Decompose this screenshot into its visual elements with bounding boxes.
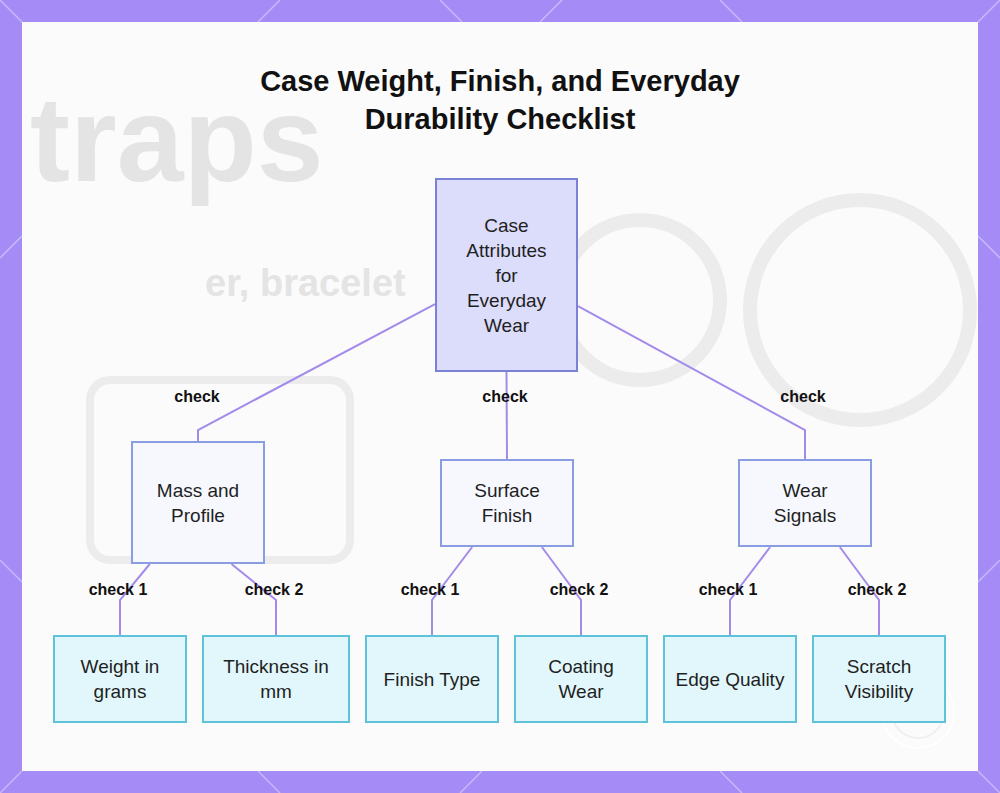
root-box: Case Attributes for Everyday Wear <box>435 178 578 372</box>
connector-line <box>198 304 435 441</box>
category-box: Mass and Profile <box>131 441 265 564</box>
connector-line <box>232 564 277 635</box>
check-box: Edge Quality <box>663 635 797 723</box>
node-label: Coating Wear <box>526 654 636 704</box>
connector-line <box>120 564 150 635</box>
check-box: Finish Type <box>365 635 499 723</box>
node-label: Surface Finish <box>452 478 562 528</box>
edge-label: check 2 <box>550 581 609 599</box>
diagram-title: Case Weight, Finish, and Everyday Durabi… <box>225 62 775 138</box>
check-box: Scratch Visibility <box>812 635 946 723</box>
watermark-text: er, bracelet <box>205 262 406 305</box>
node-label: Case Attributes for Everyday Wear <box>461 213 552 338</box>
check-box: Weight in grams <box>53 635 187 723</box>
edge-label: check 1 <box>401 581 460 599</box>
category-box: Surface Finish <box>440 459 574 547</box>
edge-label: check 2 <box>245 581 304 599</box>
node-label: Weight in grams <box>65 654 175 704</box>
check-box: Thickness in mm <box>202 635 350 723</box>
blurred-watch-photo <box>90 200 970 560</box>
check-box: Coating Wear <box>514 635 648 723</box>
node-label: Mass and Profile <box>143 478 253 528</box>
node-label: Edge Quality <box>676 667 785 692</box>
edge-label: check <box>780 388 825 406</box>
inner-panel <box>22 22 978 771</box>
node-label: Finish Type <box>384 667 481 692</box>
connector-line <box>506 372 509 459</box>
edge-label: check 2 <box>848 581 907 599</box>
edge-label: check <box>174 388 219 406</box>
category-box: Wear Signals <box>738 459 872 547</box>
edge-label: check 1 <box>699 581 758 599</box>
edge-label: check <box>482 388 527 406</box>
node-label: Thickness in mm <box>214 654 338 704</box>
node-label: Wear Signals <box>750 478 860 528</box>
edge-label: check 1 <box>89 581 148 599</box>
connector-line <box>578 306 805 459</box>
node-label: Scratch Visibility <box>824 654 934 704</box>
